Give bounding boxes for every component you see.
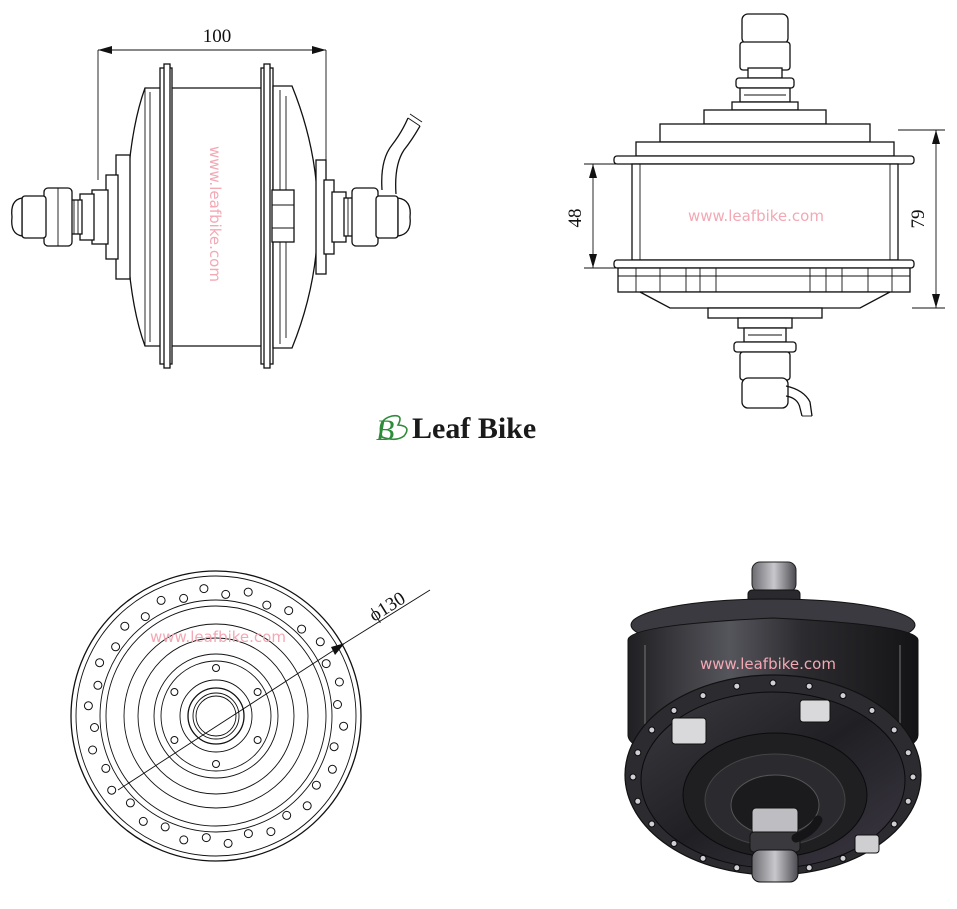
- render-hole: [839, 692, 847, 700]
- brand-name: Leaf Bike: [412, 412, 536, 445]
- flange-diameter-label: ϕ130: [366, 588, 410, 626]
- spoke-hole: [297, 624, 307, 634]
- spoke-hole: [95, 658, 105, 668]
- render-spoke-holes: [629, 679, 917, 875]
- spoke-hole: [107, 785, 117, 795]
- spoke-hole: [262, 600, 272, 610]
- spoke-hole: [125, 798, 135, 808]
- spoke-hole: [88, 745, 98, 755]
- front-view-bottom-ribs: [618, 268, 910, 292]
- bolt-hole: [170, 736, 179, 744]
- render-watermark: www.leafbike.com: [700, 655, 836, 673]
- render-hole: [699, 692, 707, 700]
- render-hole: [909, 773, 917, 781]
- bolt-hole: [212, 664, 220, 672]
- width-dimension: 100: [97, 26, 327, 180]
- front-view-watermark: www.leafbike.com: [688, 207, 824, 225]
- render-hole: [904, 749, 912, 757]
- render-hole: [634, 749, 642, 757]
- spoke-hole: [302, 801, 312, 811]
- render-hole: [805, 864, 813, 872]
- render-hole: [733, 682, 741, 690]
- spoke-hole: [138, 816, 148, 826]
- width-dimension-label: 100: [203, 26, 232, 47]
- brand-logo: B Leaf Bike: [376, 412, 536, 447]
- spoke-hole: [93, 680, 103, 690]
- front-view: 48 79 www.leafbike.com: [565, 13, 945, 417]
- render-hole: [699, 854, 707, 862]
- render-hole: [733, 864, 741, 872]
- render-hole: [769, 679, 777, 687]
- bolt-hole: [253, 688, 262, 696]
- render-hole: [634, 797, 642, 805]
- inner-height-dimension: 48: [565, 163, 632, 269]
- render-hole: [839, 854, 847, 862]
- spoke-hole: [333, 700, 342, 709]
- logo-mark: B: [376, 414, 394, 447]
- spoke-hole: [339, 721, 349, 731]
- spoke-hole: [199, 584, 209, 594]
- spoke-hole: [156, 595, 166, 605]
- inner-height-label: 48: [565, 209, 586, 228]
- render-hole: [890, 726, 898, 734]
- spoke-hole: [284, 606, 294, 616]
- spoke-hole: [179, 835, 189, 845]
- flange-view-watermark: www.leafbike.com: [150, 628, 286, 646]
- spoke-hole: [282, 810, 292, 820]
- spoke-hole: [266, 827, 276, 837]
- hub-motor-render: www.leafbike.com: [624, 561, 922, 883]
- bolt-hole: [170, 688, 179, 696]
- spoke-hole: [327, 764, 337, 774]
- render-hole: [670, 707, 678, 714]
- spoke-hole: [160, 822, 170, 832]
- outer-height-dimension: 79: [898, 129, 945, 309]
- render-hole: [648, 820, 656, 828]
- render-hole: [670, 840, 678, 847]
- leaf-icon: [379, 414, 408, 441]
- render-hole: [805, 682, 813, 690]
- spoke-hole: [311, 780, 321, 790]
- spoke-hole: [221, 589, 231, 599]
- bolt-hole: [253, 736, 262, 744]
- outer-height-label: 79: [908, 210, 929, 229]
- bolt-hole: [212, 760, 220, 768]
- spoke-hole: [120, 621, 130, 631]
- spoke-hole: [243, 829, 253, 839]
- spoke-hole: [223, 838, 233, 848]
- render-hole: [904, 797, 912, 805]
- spoke-hole: [321, 659, 331, 669]
- render-hole: [629, 773, 637, 781]
- flange-view: ϕ130 www.leafbike.com: [70, 570, 431, 862]
- spoke-hole: [329, 742, 339, 752]
- spoke-hole: [83, 701, 93, 711]
- spoke-hole: [90, 723, 99, 732]
- spoke-hole: [140, 612, 150, 622]
- spoke-hole: [315, 637, 325, 647]
- spoke-hole: [101, 763, 111, 773]
- render-hole: [648, 726, 656, 734]
- spoke-holes: [83, 584, 349, 848]
- bolt-holes: [170, 664, 262, 768]
- spoke-hole: [201, 833, 211, 843]
- render-hole: [868, 707, 876, 714]
- side-view: 100: [11, 26, 423, 369]
- spoke-hole: [179, 593, 189, 603]
- spoke-hole: [111, 642, 121, 652]
- render-hole: [890, 820, 898, 828]
- spoke-hole: [243, 587, 253, 597]
- spoke-hole: [334, 677, 344, 687]
- side-view-watermark: www.leafbike.com: [206, 146, 224, 282]
